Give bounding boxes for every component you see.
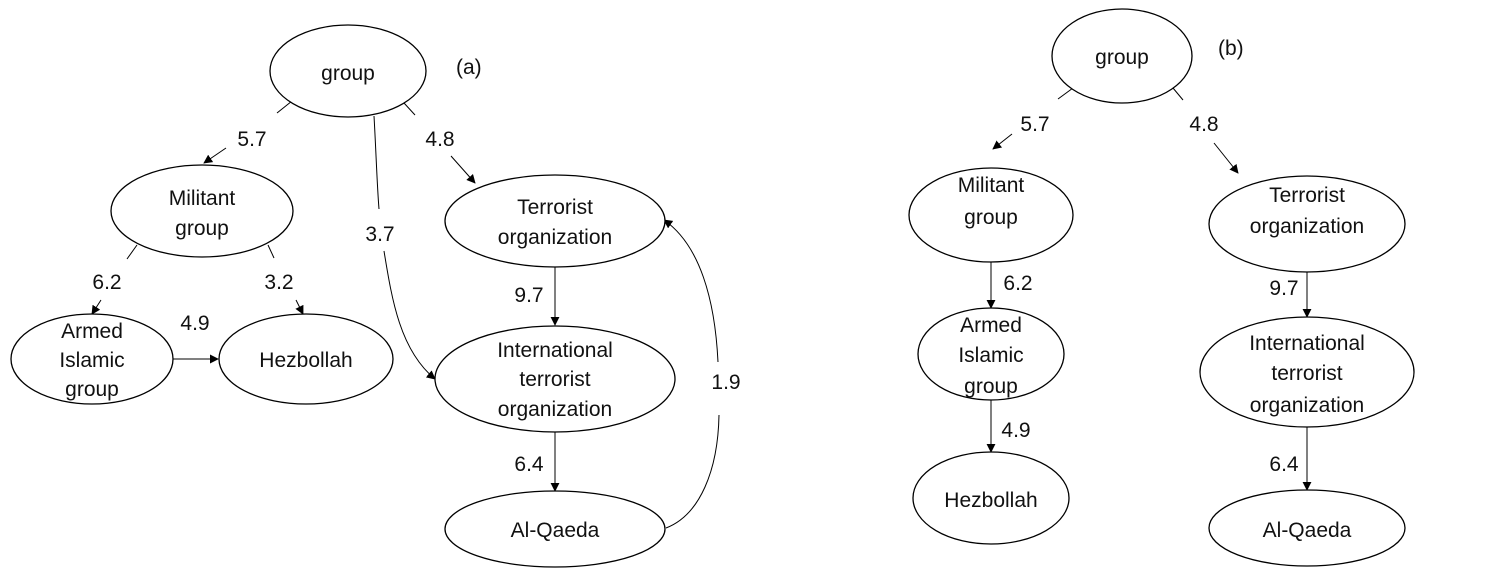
edge-armed-hezbollah: 4.9 bbox=[173, 312, 219, 364]
edge-weight: 5.7 bbox=[1020, 113, 1049, 136]
svg-text:group: group bbox=[964, 206, 1018, 229]
edge-militant-armed: 6.2 bbox=[986, 262, 1033, 309]
node-armed-islamic-group: Armed Islamic group bbox=[10, 313, 174, 405]
svg-text:Al-Qaeda: Al-Qaeda bbox=[511, 519, 600, 542]
node-hezbollah: Hezbollah bbox=[218, 313, 394, 405]
diagram-a: (a) 5.7 4.8 3.7 6.2 3.2 4. bbox=[10, 24, 741, 568]
node-al-qaeda: Al-Qaeda bbox=[444, 490, 666, 568]
node-international-terrorist-organization: International terrorist organization bbox=[434, 325, 676, 433]
svg-text:group: group bbox=[964, 375, 1018, 398]
edge-weight: 3.7 bbox=[365, 223, 394, 246]
svg-text:organization: organization bbox=[498, 226, 612, 249]
svg-text:Hezbollah: Hezbollah bbox=[259, 349, 352, 372]
edge-weight: 6.4 bbox=[514, 453, 544, 476]
svg-text:group: group bbox=[1095, 46, 1149, 69]
node-terrorist-organization: Terrorist organization bbox=[444, 174, 666, 268]
svg-text:organization: organization bbox=[498, 398, 612, 421]
svg-text:Terrorist: Terrorist bbox=[517, 196, 593, 219]
edge-weight: 9.7 bbox=[1269, 277, 1298, 300]
svg-text:Hezbollah: Hezbollah bbox=[944, 489, 1037, 512]
edge-weight: 4.9 bbox=[180, 312, 209, 335]
svg-text:organization: organization bbox=[1250, 394, 1364, 417]
panel-label-a: (a) bbox=[456, 56, 482, 79]
svg-text:Al-Qaeda: Al-Qaeda bbox=[1263, 519, 1352, 542]
edge-group-terrorist: 4.8 bbox=[403, 102, 476, 184]
svg-text:International: International bbox=[497, 339, 613, 362]
svg-text:Armed: Armed bbox=[61, 320, 123, 343]
panel-label-b: (b) bbox=[1218, 37, 1244, 60]
svg-text:Islamic: Islamic bbox=[59, 349, 124, 372]
edge-terrorist-intl: 9.7 bbox=[1269, 272, 1312, 318]
edge-weight: 3.2 bbox=[264, 271, 293, 294]
svg-text:terrorist: terrorist bbox=[1271, 362, 1342, 385]
node-group: group bbox=[1051, 8, 1193, 104]
node-terrorist-organization: Terrorist organization bbox=[1208, 175, 1406, 273]
edge-weight: 4.8 bbox=[1189, 113, 1218, 136]
node-al-qaeda: Al-Qaeda bbox=[1208, 489, 1406, 567]
edge-group-intl: 3.7 bbox=[365, 115, 436, 380]
node-armed-islamic-group: Armed Islamic group bbox=[917, 307, 1065, 401]
svg-text:Islamic: Islamic bbox=[958, 344, 1023, 367]
svg-text:group: group bbox=[65, 378, 119, 401]
edge-militant-armed: 6.2 bbox=[91, 244, 138, 315]
node-militant-group: Militant group bbox=[908, 167, 1074, 263]
edge-group-militant: 5.7 bbox=[203, 100, 293, 164]
svg-text:group: group bbox=[175, 217, 229, 240]
svg-text:International: International bbox=[1249, 332, 1365, 355]
svg-text:Militant: Militant bbox=[169, 187, 236, 210]
edge-militant-hezbollah: 3.2 bbox=[264, 244, 304, 315]
diagram-b: (b) 5.7 4.8 6.2 4.9 9.7 6.4 bbox=[908, 8, 1415, 567]
svg-text:group: group bbox=[321, 62, 375, 85]
node-militant-group: Militant group bbox=[110, 164, 294, 258]
edge-weight: 6.4 bbox=[1269, 453, 1299, 476]
edge-weight: 4.8 bbox=[425, 128, 454, 151]
edge-alqaeda-terrorist: 1.9 bbox=[663, 219, 741, 529]
edge-weight: 1.9 bbox=[711, 371, 740, 394]
edge-armed-hezbollah: 4.9 bbox=[986, 400, 1031, 453]
svg-text:Terrorist: Terrorist bbox=[1269, 184, 1345, 207]
edge-intl-alqaeda: 6.4 bbox=[1269, 427, 1312, 491]
edge-weight: 5.7 bbox=[237, 128, 266, 151]
svg-text:organization: organization bbox=[1250, 215, 1364, 238]
edge-weight: 6.2 bbox=[1003, 272, 1032, 295]
svg-text:Armed: Armed bbox=[960, 314, 1022, 337]
svg-text:terrorist: terrorist bbox=[519, 368, 590, 391]
node-group: group bbox=[269, 24, 427, 118]
edge-terrorist-intl: 9.7 bbox=[514, 267, 560, 326]
edge-group-militant: 5.7 bbox=[992, 87, 1074, 150]
edge-intl-alqaeda: 6.4 bbox=[514, 432, 560, 492]
node-international-terrorist-organization: International terrorist organization bbox=[1199, 316, 1415, 428]
edge-group-terrorist: 4.8 bbox=[1172, 87, 1239, 174]
edge-weight: 9.7 bbox=[514, 284, 543, 307]
svg-text:Militant: Militant bbox=[958, 174, 1025, 197]
edge-weight: 4.9 bbox=[1001, 419, 1030, 442]
edge-weight: 6.2 bbox=[92, 271, 121, 294]
node-hezbollah: Hezbollah bbox=[912, 451, 1070, 545]
